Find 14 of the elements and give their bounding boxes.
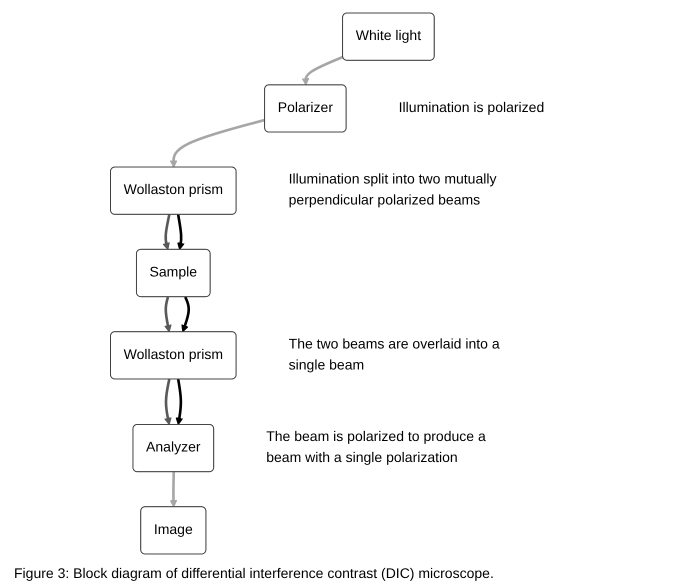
- arrow: [302, 56, 344, 86]
- arrow: [164, 379, 172, 426]
- node-label: The two beams are overlaid into a single beam: [288, 336, 500, 373]
- arrow: [170, 472, 178, 508]
- figure-caption: Figure 3: Block diagram of differential interference contrast (DIC) microscope.: [14, 565, 495, 581]
- node-label: Illumination is polarized: [398, 100, 544, 116]
- arrow: [170, 118, 266, 168]
- node-label: The beam is polarized to produce a beam with a single polarization: [266, 430, 486, 466]
- arrow: [176, 214, 185, 250]
- arrow: [164, 296, 172, 332]
- arrow: [181, 296, 190, 332]
- arrow: [176, 379, 184, 426]
- arrow: [162, 214, 171, 250]
- node-label: Illumination split into two mutually perpendicular polarized beams: [288, 172, 496, 208]
